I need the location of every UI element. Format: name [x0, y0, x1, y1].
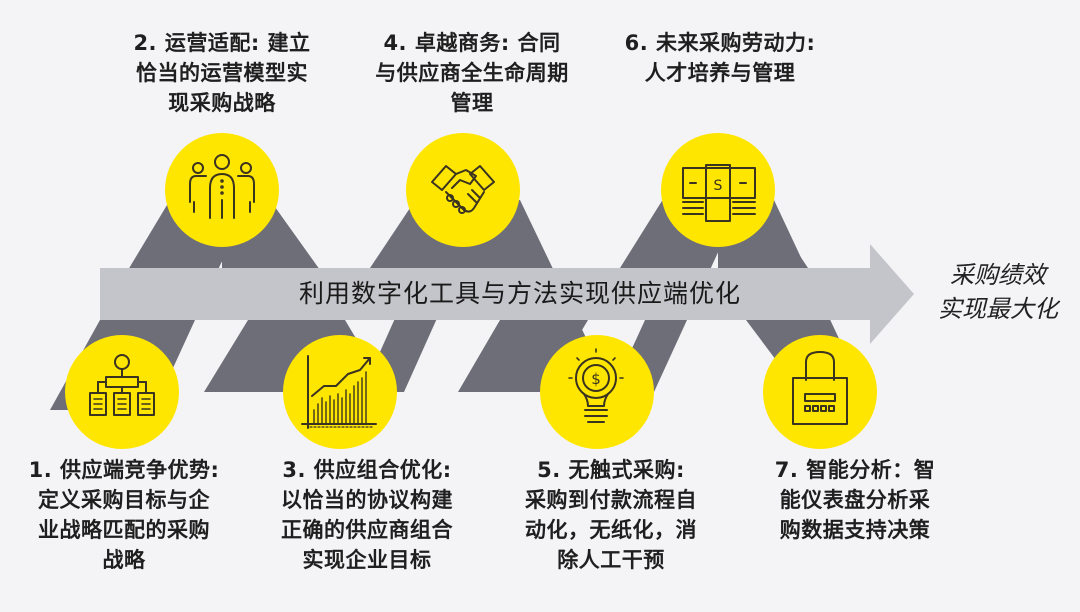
step-1-title: 1. 供应端竞争优势: [28, 458, 220, 482]
step-5-desc-1: 采购到付款流程自 [525, 488, 697, 512]
step-6-title: 6. 未来采购劳动力: [624, 31, 816, 55]
step-4-title: 4. 卓越商务: 合同 [383, 31, 561, 55]
handshake-icon [431, 165, 495, 214]
step-6-label: 6. 未来采购劳动力: 人才培养与管理 [604, 28, 836, 88]
step-3-desc-2: 正确的供应商组合 [281, 518, 453, 542]
svg-text:$: $ [591, 370, 601, 388]
step-2-title: 2. 运营适配: 建立 [133, 31, 311, 55]
step-1-desc-2: 业战略匹配的采购 [38, 518, 210, 542]
step-7-desc-2: 购数据支持决策 [779, 518, 931, 542]
step-4-desc-2: 管理 [450, 91, 494, 115]
step-3-desc-1: 以恰当的协议构建 [281, 488, 453, 512]
step-2-label: 2. 运营适配: 建立 恰当的运营模型实 现采购战略 [112, 28, 332, 118]
step-5-desc-3: 除人工干预 [557, 548, 665, 572]
goal-line-1: 采购绩效 [950, 261, 1046, 289]
step-7-desc-1: 能仪表盘分析采 [779, 488, 931, 512]
step-4-label: 4. 卓越商务: 合同 与供应商全生命周期 管理 [348, 28, 596, 118]
step-1-label: 1. 供应端竞争优势: 定义采购目标与企 业战略匹配的采购 战略 [10, 455, 238, 575]
step-7-title: 7. 智能分析：智 [774, 458, 936, 482]
step-6-circle [661, 133, 775, 247]
step-6-desc-1: 人才培养与管理 [644, 61, 796, 85]
step-7-label: 7. 智能分析：智 能仪表盘分析采 购数据支持决策 [762, 455, 948, 545]
money-stack-icon: S [682, 164, 756, 222]
step-5-circle [540, 335, 654, 449]
org-chart-icon [89, 354, 155, 416]
step-5-label: 5. 无触式采购: 采购到付款流程自 动化，无纸化，消 除人工干预 [506, 455, 716, 575]
dollar-lightbulb-icon: $ [568, 348, 624, 423]
main-arrow-label: 利用数字化工具与方法实现供应端优化 [298, 279, 741, 308]
svg-text:S: S [714, 178, 723, 194]
step-4-circle [406, 133, 520, 247]
step-3-title: 3. 供应组合优化: [282, 458, 452, 482]
step-3-desc-3: 实现企业目标 [302, 548, 432, 572]
step-4-desc-1: 与供应商全生命周期 [375, 61, 569, 85]
step-1-desc-1: 定义采购目标与企 [38, 488, 210, 512]
step-1-desc-3: 战略 [102, 548, 146, 572]
growth-bar-chart-icon [301, 355, 377, 429]
step-2-desc-2: 现采购战略 [168, 91, 276, 115]
team-people-icon [189, 154, 255, 219]
step-7-circle [763, 335, 877, 449]
goal-line-2: 实现最大化 [938, 295, 1058, 323]
main-arrow [100, 244, 914, 344]
step-2-desc-1: 恰当的运营模型实 [136, 61, 308, 85]
step-3-circle [283, 335, 397, 449]
step-5-desc-2: 动化，无纸化，消 [525, 518, 697, 542]
step-3-label: 3. 供应组合优化: 以恰当的协议构建 正确的供应商组合 实现企业目标 [260, 455, 474, 575]
padlock-dashboard-icon [792, 351, 848, 425]
goal-label: 采购绩效 实现最大化 [918, 258, 1078, 326]
step-2-circle [165, 133, 279, 247]
step-5-title: 5. 无触式采购: [537, 458, 685, 482]
